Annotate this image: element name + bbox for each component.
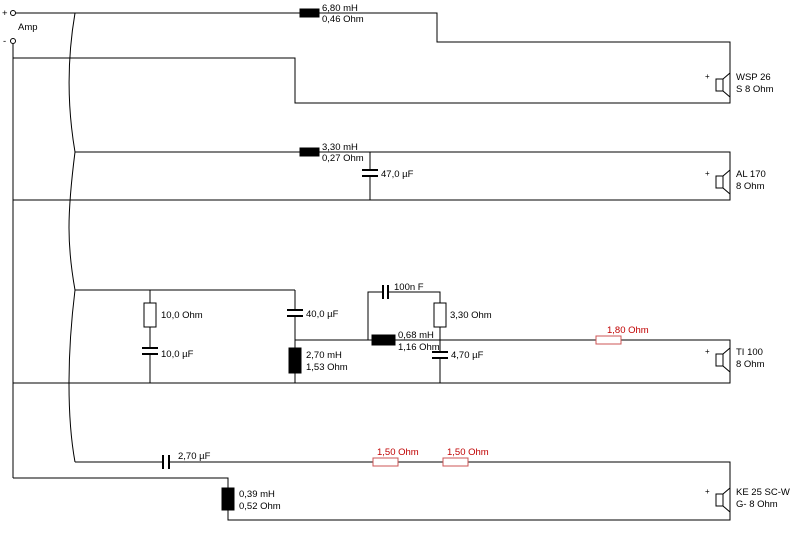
midwoofer-speaker-icon: [715, 168, 731, 196]
woofer-return-wire: [13, 57, 731, 104]
amp-minus-label: -: [3, 36, 6, 47]
tweeter-shunt-inductor: [221, 487, 235, 511]
midrange-main-wire: [295, 339, 731, 348]
midrange-speaker-cone: [722, 346, 731, 374]
midrange-series-inductor-dcr-label: 1,16 Ohm: [398, 342, 440, 353]
midrange-shunt-resistor-label: 10,0 Ohm: [161, 310, 203, 321]
midwoofer-inductor-value-label: 3,30 mH: [322, 142, 358, 153]
midrange-speaker-detail-label: 8 Ohm: [736, 359, 765, 370]
midwoofer-speaker-detail-label: 8 Ohm: [736, 181, 765, 192]
midrange-shunt-inductor-value-label: 2,70 mH: [306, 350, 342, 361]
tweeter-shunt-inductor-dcr-label: 0,52 Ohm: [239, 501, 281, 512]
tweeter-speaker-cone: [722, 486, 731, 514]
midrange-shunt-inductor: [288, 347, 302, 374]
amp-label: Amp: [18, 22, 38, 33]
midrange-damping-resistor: [433, 302, 447, 328]
midwoofer-shunt-capacitor: [362, 169, 378, 177]
tweeter-feed-wire: [75, 461, 731, 488]
midwoofer-speaker-model-label: AL 170: [736, 169, 766, 180]
tweeter-series-resistor-1: [372, 457, 399, 467]
midrange-speaker-magnet: [715, 353, 724, 367]
tweeter-speaker-detail-label: G- 8 Ohm: [736, 499, 778, 510]
tweeter-speaker-magnet: [715, 493, 724, 507]
woofer-speaker-icon: [715, 71, 731, 99]
woofer-speaker-cone: [722, 71, 731, 99]
midrange-series-capacitor: [287, 309, 303, 317]
tweeter-series-resistor-2: [442, 457, 469, 467]
midrange-damping-capacitor: [382, 285, 389, 299]
midrange-return-wire: [13, 372, 731, 384]
midrange-speaker-icon: [715, 346, 731, 374]
midrange-shunt-capacitor: [142, 347, 158, 355]
midwoofer-series-inductor: [299, 147, 320, 157]
woofer-speaker-polarity-label: +: [705, 72, 710, 81]
midrange-speaker-polarity-label: +: [705, 347, 710, 356]
midrange-shunt-cap-label: 10,0 µF: [161, 349, 194, 360]
midrange-speaker-model-label: TI 100: [736, 347, 763, 358]
midrange-shunt-capacitor-2: [432, 351, 448, 359]
tweeter-speaker-model-label: KE 25 SC-W: [736, 487, 790, 498]
midrange-series-inductor-value-label: 0,68 mH: [398, 330, 434, 341]
woofer-inductor-dcr-label: 0,46 Ohm: [322, 14, 364, 25]
tweeter-series-capacitor: [162, 455, 170, 469]
tweeter-shunt-inductor-value-label: 0,39 mH: [239, 489, 275, 500]
tweeter-series-resistor-2-label: 1,50 Ohm: [447, 447, 489, 458]
midwoofer-return-wire: [13, 194, 731, 201]
midwoofer-shunt-cap-label: 47,0 µF: [381, 169, 414, 180]
midrange-series-resistor: [595, 335, 622, 345]
tweeter-speaker-polarity-label: +: [705, 487, 710, 496]
midwoofer-speaker-polarity-label: +: [705, 169, 710, 178]
woofer-speaker-magnet: [715, 78, 724, 92]
woofer-inductor-value-label: 6,80 mH: [322, 3, 358, 14]
woofer-speaker-detail-label: S 8 Ohm: [736, 84, 774, 95]
midrange-damping-resistor-label: 3,30 Ohm: [450, 310, 492, 321]
midwoofer-speaker-magnet: [715, 175, 724, 189]
midrange-shunt-resistor: [143, 302, 157, 328]
tweeter-series-cap-label: 2,70 µF: [178, 451, 211, 462]
midwoofer-inductor-dcr-label: 0,27 Ohm: [322, 153, 364, 164]
midrange-shunt-inductor-dcr-label: 1,53 Ohm: [306, 362, 348, 373]
plus-bus-wire: [68, 12, 76, 463]
tweeter-return-wire: [13, 477, 731, 521]
amp-plus-label: +: [2, 8, 8, 19]
midrange-series-inductor: [371, 334, 396, 346]
midwoofer-speaker-cone: [722, 168, 731, 196]
midrange-damping-cap-label: 100n F: [394, 282, 424, 293]
woofer-speaker-model-label: WSP 26: [736, 72, 771, 83]
woofer-feed-wire: [15, 12, 731, 73]
amp-minus-terminal: [10, 38, 16, 44]
midrange-series-resistor-label: 1,80 Ohm: [607, 325, 649, 336]
tweeter-series-resistor-1-label: 1,50 Ohm: [377, 447, 419, 458]
amp-plus-terminal: [10, 10, 16, 16]
woofer-series-inductor: [299, 8, 320, 18]
midwoofer-feed-wire: [75, 151, 731, 170]
midrange-shunt-cap2-label: 4,70 µF: [451, 350, 484, 361]
tweeter-speaker-icon: [715, 486, 731, 514]
midrange-series-cap-label: 40,0 µF: [306, 309, 339, 320]
